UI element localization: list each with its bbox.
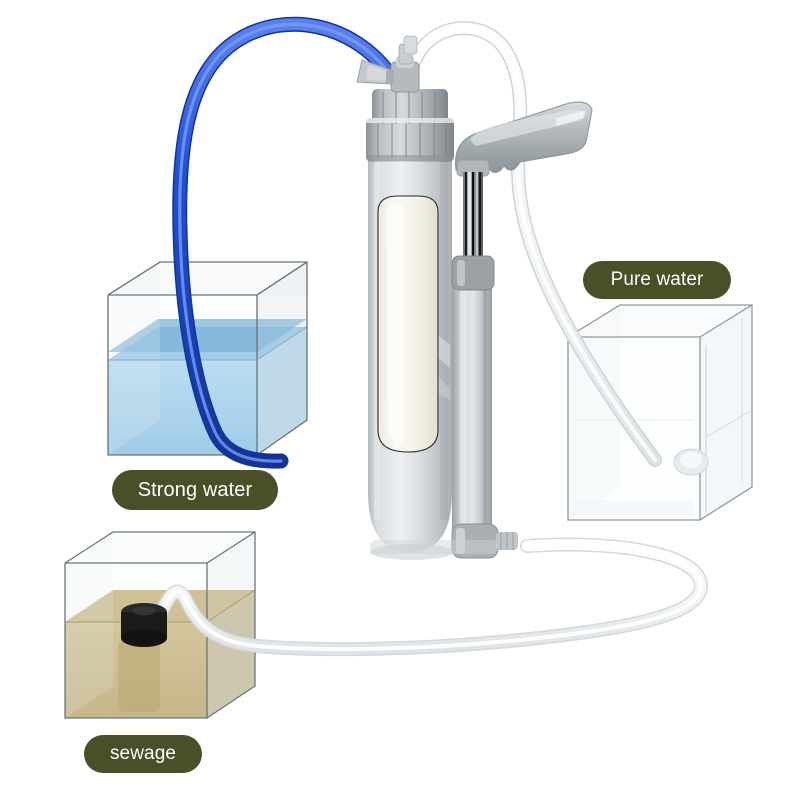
label-pure-water: Pure water: [583, 261, 731, 299]
label-sewage-text: sewage: [109, 743, 177, 764]
intake-prefilter: [121, 603, 167, 647]
pump-rod: [451, 172, 495, 291]
ribbed-cap: [366, 89, 454, 162]
filter-element-window: [377, 195, 439, 453]
outlet-port: [451, 523, 518, 559]
label-sewage: sewage: [84, 735, 202, 773]
label-pure-water-text: Pure water: [610, 269, 704, 290]
pump-barrel: [452, 262, 492, 550]
label-strong-water-text: Strong water: [137, 478, 253, 501]
water-filter-pump-device: [356, 35, 593, 560]
label-strong-water: Strong water: [112, 470, 278, 510]
strong-water-tube: [172, 16, 396, 469]
pure-water-tank: [567, 304, 753, 521]
pure-water-tube: [404, 21, 709, 476]
sewage-intake-tube: [121, 537, 708, 657]
inlet-valve: [356, 35, 420, 93]
